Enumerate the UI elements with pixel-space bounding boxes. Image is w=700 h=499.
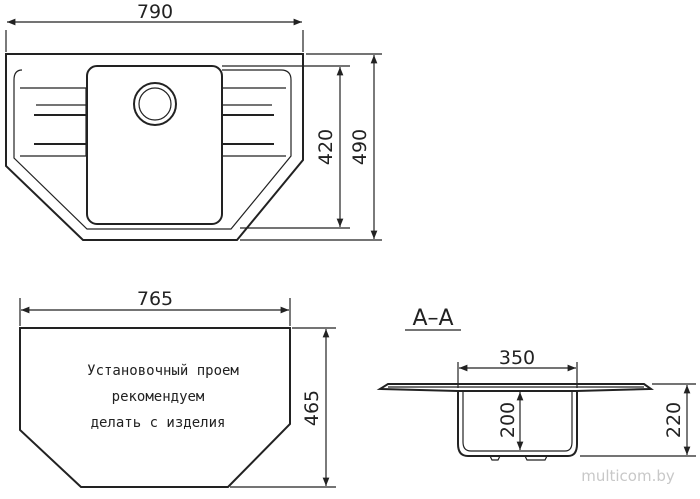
dim-bowl-width-350: 350 <box>499 347 535 369</box>
sink-rim-inner <box>13 69 292 230</box>
section-bowl-inner <box>462 391 573 452</box>
right-wing <box>221 87 286 157</box>
sink-bowl <box>86 65 223 225</box>
dim-cutout-height-465: 465 <box>301 390 323 426</box>
section-bowl-outer <box>457 391 578 457</box>
dim-cutout-width-765: 765 <box>137 288 173 310</box>
cutout-note-line-1: Установочный проем <box>87 363 239 379</box>
dim-outer-height-490: 490 <box>349 129 371 165</box>
drain-outer <box>133 82 177 126</box>
watermark: multicom.by <box>581 467 675 485</box>
left-wing <box>20 87 87 157</box>
section-aa: A–A 350 200 220 <box>376 306 696 461</box>
dim-total-depth-220: 220 <box>663 402 685 438</box>
dim-inner-height-420: 420 <box>315 129 337 165</box>
cutout-note-line-3: делать с изделия <box>91 415 226 431</box>
section-label: A–A <box>412 306 453 331</box>
cutout-note-line-2: рекомендуем <box>112 389 205 405</box>
drain-inner <box>138 87 172 121</box>
dim-bowl-depth-200: 200 <box>497 402 519 438</box>
sink-top-view: 790 420 490 <box>5 1 382 241</box>
dim-width-790: 790 <box>137 1 173 23</box>
cutout-outline <box>19 327 291 488</box>
sink-outer-outline <box>5 53 304 241</box>
cutout-template: 765 465 Установочный проем рекомендуем д… <box>19 288 336 488</box>
